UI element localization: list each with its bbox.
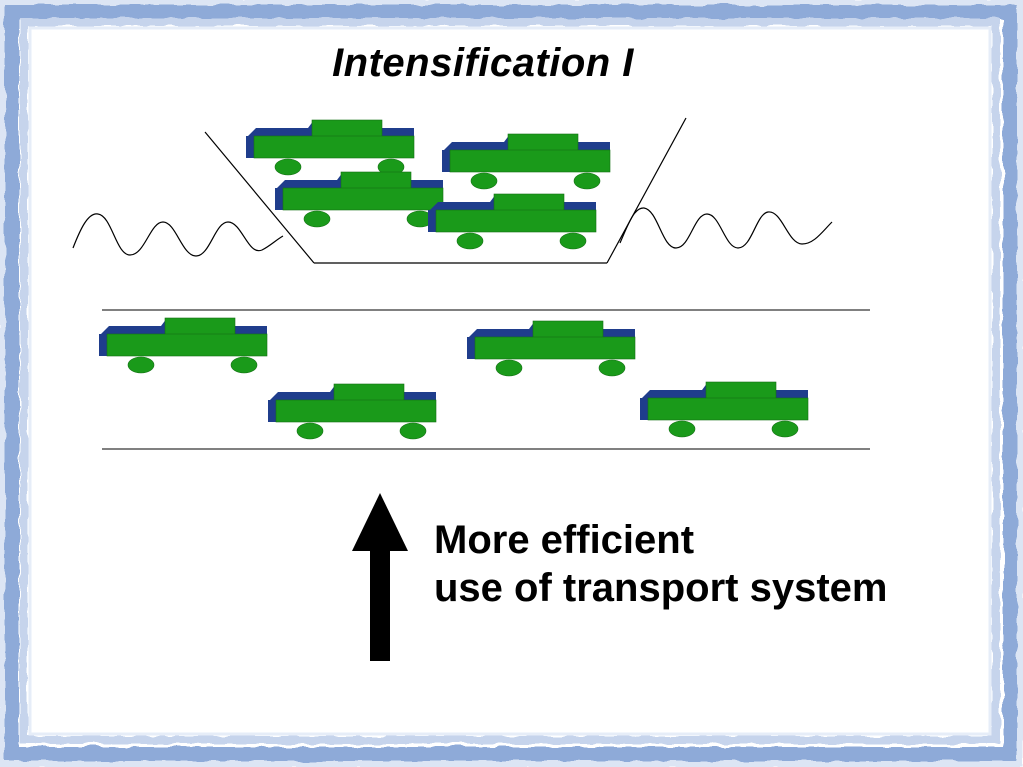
caption-line-1: More efficient xyxy=(434,518,695,562)
car-icon xyxy=(441,133,611,190)
car-icon xyxy=(274,171,444,228)
terrain-wave-left xyxy=(72,213,284,257)
car-icon xyxy=(466,320,636,377)
valley-left-slope xyxy=(204,131,315,264)
car-icon xyxy=(98,317,268,374)
up-arrow-icon xyxy=(352,493,408,661)
car-icon xyxy=(639,381,809,438)
car-icon xyxy=(245,119,415,176)
car-icon xyxy=(267,383,437,440)
slide-title: Intensification I xyxy=(332,41,634,85)
car-icon xyxy=(427,193,597,250)
caption-line-2: use of transport system xyxy=(434,566,888,610)
terrain-wave-right xyxy=(619,207,833,249)
caption: More efficient use of transport system xyxy=(434,516,887,612)
valley-right-slope xyxy=(606,117,687,264)
